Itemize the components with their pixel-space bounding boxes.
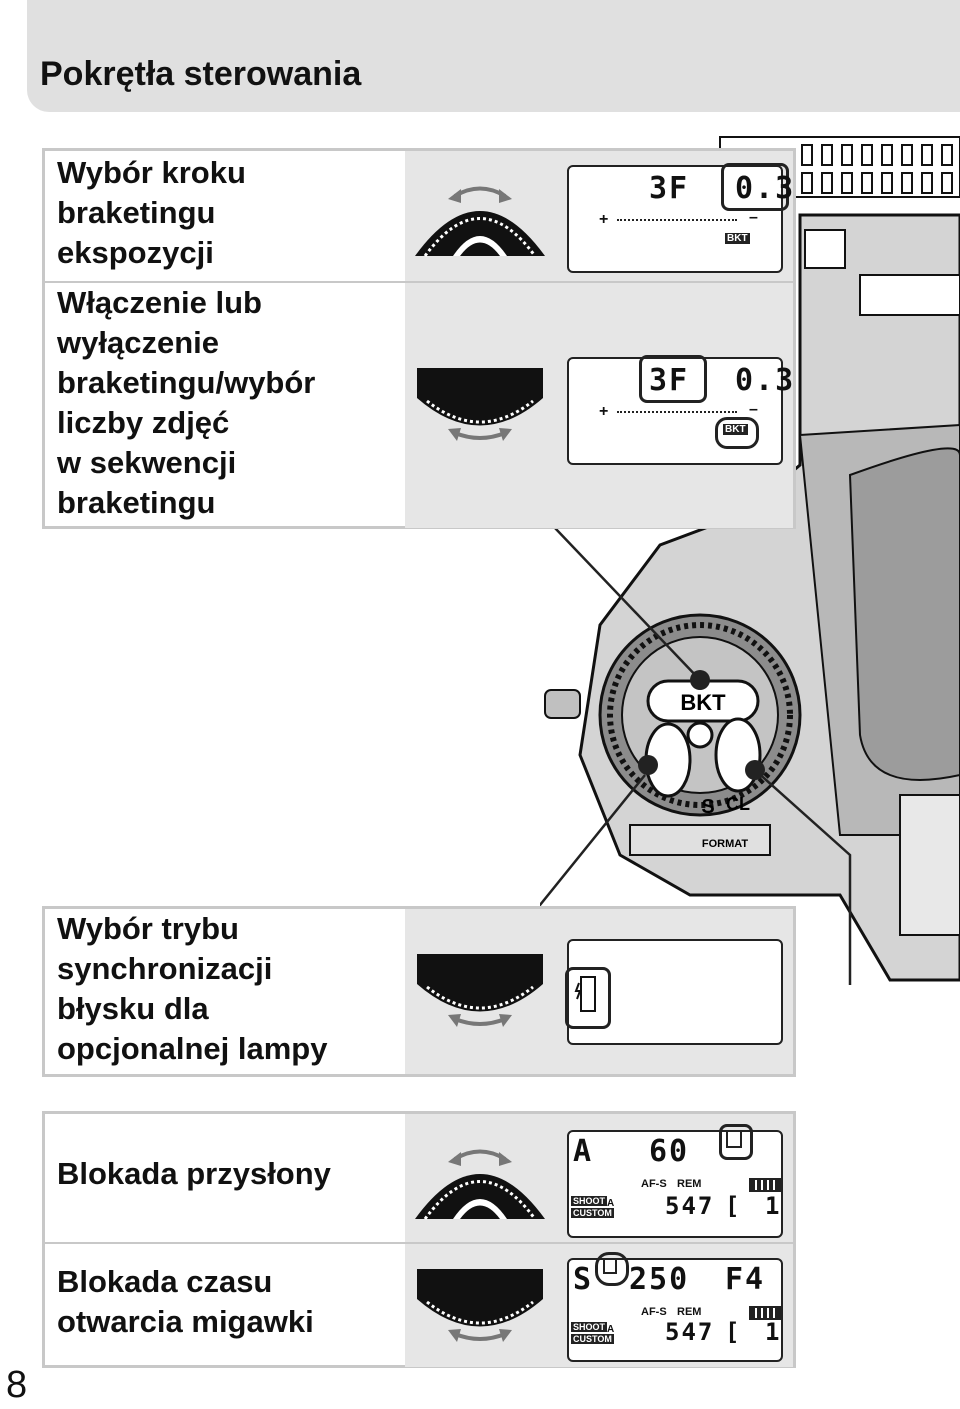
lcd-rem-label: REM (677, 1306, 702, 1318)
exposure-scale-toggle (617, 411, 737, 413)
lcd-af-label: AF-S (641, 1178, 667, 1190)
lcd-frames-toggle: 3F (649, 363, 690, 398)
lcd-scale-plus-toggle: + (599, 403, 609, 420)
release-mode-cl: CL (726, 794, 750, 814)
lcd-shoot-label: SHOOT (571, 1196, 608, 1206)
bracket-step-label: Wybór kroku braketingu ekspozycji (57, 155, 246, 270)
lcd-toggle-display: 3F 0.3 + – BKT (567, 355, 793, 465)
lcd-cell-shutter: S 250 F4 AF-S REM SHOOT CUSTOM A 547 [ 1 (555, 1244, 793, 1367)
lcd-mode-s: S (573, 1262, 594, 1297)
aperture-dial-cell (405, 1114, 555, 1242)
lcd-frame-count: 547 (665, 1192, 715, 1220)
lcd-step-highlight (721, 163, 789, 211)
camera-illustration: BKT S CL FORMAT (540, 136, 960, 985)
lcd-step-display: 3F 0.3 + – BKT (567, 163, 793, 273)
lcd-bank-a: A (607, 1324, 615, 1335)
lcd-scale-minus: – (749, 209, 758, 226)
flash-sync-label: Wybór trybu synchronizacji błysku dla op… (57, 911, 328, 1066)
lcd-cell-flash (555, 909, 793, 1074)
flash-mode-highlight (565, 967, 611, 1029)
lcd-custom-label: CUSTOM (571, 1208, 614, 1218)
lcd-bank-a: A (607, 1198, 615, 1209)
bracket-toggle-label: Włączenie lub wyłączenie braketingu/wybó… (57, 285, 316, 520)
lcd-scale-plus: + (599, 211, 609, 228)
lcd-count-one: 1 (765, 1318, 782, 1346)
shutter-lock-row: Blokada czasu otwarcia migawki S 250 F4 … (45, 1242, 793, 1367)
main-command-dial-icon (415, 186, 545, 257)
page-title: Pokrętła sterowania (40, 55, 362, 93)
lcd-count-one: 1 (765, 1192, 782, 1220)
lcd-shutter-display: S 250 F4 AF-S REM SHOOT CUSTOM A 547 [ 1 (567, 1252, 783, 1362)
lcd-step: 0.3 (735, 171, 796, 206)
lcd-bkt-highlight (715, 417, 759, 449)
main-dial-cell (405, 151, 555, 281)
shutter-lock-highlight (595, 1252, 629, 1286)
lcd-frame-count: 547 (665, 1318, 715, 1346)
flash-sync-row: Wybór trybu synchronizacji błysku dla op… (45, 909, 793, 1074)
lcd-cell-toggle: 3F 0.3 + – BKT (555, 283, 793, 528)
lcd-af-label: AF-S (641, 1306, 667, 1318)
lcd-rem-label: REM (677, 1178, 702, 1190)
sub-command-dial-icon (417, 368, 543, 441)
lcd-bracket-char: [ (725, 1192, 742, 1220)
lcd-mode-a: A (573, 1134, 594, 1169)
bracketing-table: Wybór kroku braketingu ekspozycji 3F 0.3… (42, 148, 796, 529)
flash-sync-table: Wybór trybu synchronizacji błysku dla op… (42, 906, 796, 1077)
shutter-dial-cell (405, 1244, 555, 1367)
aperture-lock-row: Blokada przysłony A 60 AF-S REM SHOOT (45, 1114, 793, 1242)
lcd-flash-display (565, 939, 783, 1045)
exposure-scale (617, 219, 737, 221)
lcd-bkt-badge: BKT (725, 233, 750, 244)
lcd-frames: 3F (649, 171, 690, 206)
battery-icon (749, 1306, 781, 1320)
bkt-button-label: BKT (680, 690, 726, 715)
sub-dial-cell (405, 283, 555, 528)
lcd-scale-minus-toggle: – (749, 401, 758, 418)
lock-icon (603, 1258, 617, 1274)
lcd-shoot-label: SHOOT (571, 1322, 608, 1332)
lcd-aperture-display: A 60 AF-S REM SHOOT CUSTOM A 547 [ 1 (567, 1124, 783, 1238)
flash-dial-cell (405, 909, 555, 1074)
lock-icon (726, 1130, 742, 1148)
shutter-lock-label: Blokada czasu otwarcia migawki (57, 1264, 314, 1339)
release-mode-s: S (701, 796, 714, 818)
battery-icon (749, 1178, 781, 1192)
lcd-shutter-250: 250 (629, 1262, 690, 1297)
lcd-step-toggle: 0.3 (735, 363, 796, 398)
page-number: 8 (6, 1364, 28, 1406)
lcd-bracket-char: [ (725, 1318, 742, 1346)
flash-sync-icon (574, 976, 596, 1012)
sub-command-dial-icon (417, 954, 543, 1027)
header-bar (27, 0, 960, 112)
aperture-lock-highlight (719, 1124, 753, 1160)
bracket-step-row: Wybór kroku braketingu ekspozycji 3F 0.3… (45, 151, 793, 281)
format-label: FORMAT (702, 838, 749, 850)
sub-command-dial-icon (417, 1269, 543, 1342)
lcd-custom-label: CUSTOM (571, 1334, 614, 1344)
lcd-frames-highlight (639, 355, 707, 403)
lcd-cell-step: 3F 0.3 + – BKT (555, 151, 793, 281)
locks-table: Blokada przysłony A 60 AF-S REM SHOOT (42, 1111, 796, 1368)
lcd-aperture: F4 (725, 1262, 766, 1297)
bracket-toggle-row: Włączenie lub wyłączenie braketingu/wybó… (45, 281, 793, 528)
lcd-cell-aperture: A 60 AF-S REM SHOOT CUSTOM A 547 [ 1 (555, 1114, 793, 1242)
aperture-lock-label: Blokada przysłony (57, 1156, 331, 1191)
main-command-dial-icon (415, 1149, 545, 1220)
lcd-bkt-badge-toggle: BKT (723, 424, 748, 435)
lcd-shutter-60: 60 (649, 1134, 690, 1169)
